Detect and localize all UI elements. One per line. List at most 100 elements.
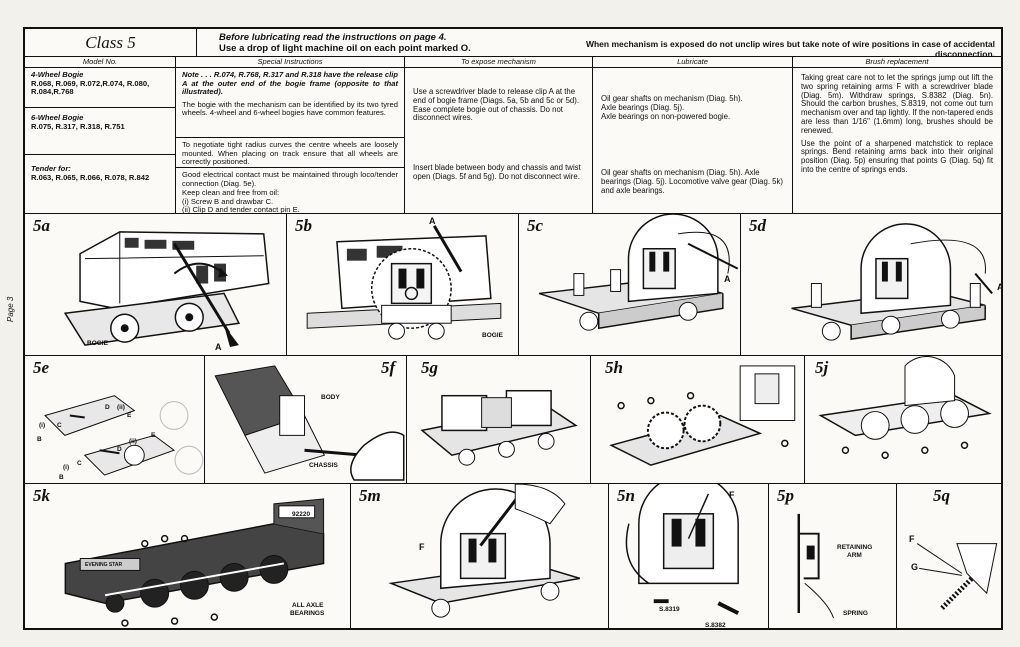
model-tender: Tender for: R.063, R.065, R.066, R.078, … <box>25 155 175 213</box>
lubricate-bogie-3: Axle bearings on non-powered bogie. <box>601 111 731 121</box>
lubricate-bogie-1: Oil gear shafts on mechanism (Diag. 5h). <box>601 94 743 103</box>
loco-bogie-illustration <box>63 231 270 348</box>
model-heading: 4-Wheel Bogie <box>31 70 84 79</box>
diagram-label: 5e <box>33 358 50 377</box>
special-tender: Good electrical contact must be maintain… <box>176 168 404 215</box>
expose-tender-text: Insert blade between body and chassis an… <box>413 163 581 181</box>
model-column: 4-Wheel Bogie R.068, R.069, R.072,R.074,… <box>25 68 176 213</box>
brush-text-2: Use the point of a sharpened matchstick … <box>801 138 993 174</box>
lubricate-bogie-2: Axle bearings (Diag. 5j). <box>601 102 685 112</box>
callout-e: E <box>151 432 156 439</box>
callout-i: (i) <box>39 422 46 429</box>
callout-d: D <box>117 446 122 453</box>
callout-a: A <box>997 282 1001 292</box>
callout-spring: SPRING <box>843 610 868 617</box>
col-header-expose: To expose mechanism <box>405 57 593 68</box>
lubricate-column: Oil gear shafts on mechanism (Diag. 5h).… <box>593 68 793 213</box>
diagram-5k: 5k 92220 EVENING STAR ALL AXLE BEARINGS <box>25 484 351 630</box>
diagram-row-2: 5e D (ii) E (i) C B D (ii) E (i) C B 5f <box>25 355 1001 483</box>
special-keep-ii: (ii) Clip D and tender contact pin E. <box>182 205 300 215</box>
header: Class 5 Before lubricating read the inst… <box>25 29 1001 59</box>
col-header-lubricate: Lubricate <box>593 57 793 68</box>
diagram-5m: 5m F <box>351 484 609 630</box>
callout-retaining: RETAINING <box>837 544 873 551</box>
loco-nameplate: EVENING STAR <box>85 562 123 568</box>
callout-spring: S.8382 <box>705 622 726 629</box>
diagram-5b: 5b A BOGIE <box>287 214 519 355</box>
callout-b: B <box>37 436 42 443</box>
callout-f: F <box>729 490 735 500</box>
diagram-5c: 5c A <box>519 214 741 355</box>
six-wheel-bogie-illustration <box>791 223 993 341</box>
tender-chassis-illustration <box>420 389 578 466</box>
intro-line-1: Before lubricating read the instructions… <box>219 32 447 43</box>
diagram-5p: 5p RETAINING ARM SPRING <box>769 484 897 630</box>
callout-ii: (ii) <box>117 404 125 411</box>
diagram-5q: 5q F G <box>897 484 1001 630</box>
special-keep-i: (i) Screw B and drawbar C. <box>182 196 274 206</box>
model-numbers: R.075, R.317, R.318, R.751 <box>31 121 125 131</box>
model-6-wheel: 6-Wheel Bogie R.075, R.317, R.318, R.751 <box>25 108 175 155</box>
diagram-5f: 5f BODY CHASSIS <box>205 356 407 483</box>
diagram-5a: 5a BOGIE A <box>25 214 287 355</box>
diagram-5h: 5h <box>591 356 805 483</box>
lubricate-tender-text: Oil gear shafts on mechanism (Diag. 5h).… <box>601 168 784 195</box>
brush-spring-removal-illustration <box>625 484 740 615</box>
model-numbers: R.063, R.065, R.066, R.078, R.842 <box>31 172 150 182</box>
diagram-row-1: 5a BOGIE A 5b <box>25 213 1001 355</box>
callout-chassis: CHASSIS <box>309 462 338 469</box>
instruction-sheet: Class 5 Before lubricating read the inst… <box>23 27 1003 630</box>
special-note: Note . . . R.074, R.768, R.317 and R.318… <box>182 70 398 97</box>
callout-a: A <box>429 216 436 226</box>
brush-column: Taking great care not to let the springs… <box>793 68 1001 213</box>
special-bogie: Note . . . R.074, R.768, R.317 and R.318… <box>176 68 404 138</box>
callout-bearings: BEARINGS <box>290 610 325 617</box>
callout-c: C <box>57 422 62 429</box>
callout-a: A <box>215 342 222 352</box>
spring-point-diagram <box>916 543 998 610</box>
col-header-special: Special Instructions <box>176 57 405 68</box>
diagram-label: 5a <box>33 216 50 235</box>
callout-bogie: BOGIE <box>482 332 503 339</box>
expose-column: Use a screwdriver blade to release clip … <box>405 68 593 213</box>
model-4-wheel: 4-Wheel Bogie R.068, R.069, R.072,R.074,… <box>25 68 175 108</box>
brush-text-1: Taking great care not to let the springs… <box>801 73 993 135</box>
diagram-label: 5h <box>605 358 623 377</box>
diagram-label: 5d <box>749 216 766 235</box>
expose-bogie-text: Use a screwdriver blade to release clip … <box>413 87 579 123</box>
callout-g: G <box>911 562 919 572</box>
diagram-label: 5m <box>359 486 381 505</box>
callout-f: F <box>909 534 915 544</box>
page-number: Page 3 <box>6 296 15 322</box>
diagram-label: 5p <box>777 486 794 505</box>
loco-number: 92220 <box>292 511 311 518</box>
callout-f: F <box>419 542 425 552</box>
model-numbers: R.068, R.069, R.072,R.074, R.080, R.084,… <box>31 78 150 97</box>
callout-b: B <box>59 474 64 481</box>
callout-i: (i) <box>63 464 70 471</box>
callout-body: BODY <box>321 394 340 401</box>
diagram-5g: 5g <box>407 356 591 483</box>
model-heading: Tender for: <box>31 164 71 173</box>
diagram-label: 5g <box>421 358 438 377</box>
callout-d: D <box>105 404 110 411</box>
intro-line-2: Use a drop of light machine oil on each … <box>219 43 471 54</box>
axle-bearings-illustration <box>818 356 992 459</box>
diagram-label: 5j <box>815 358 829 377</box>
retaining-arm-diagram <box>797 513 834 619</box>
callout-ii: (ii) <box>129 438 137 445</box>
diagram-5e: 5e D (ii) E (i) C B D (ii) E (i) C B <box>25 356 205 483</box>
gear-shafts-illustration <box>609 365 796 466</box>
diagram-label: 5f <box>381 358 396 377</box>
diagram-label: 5n <box>617 486 635 505</box>
retaining-arm-lift-illustration <box>388 484 581 618</box>
wire-warning: When mechanism is exposed do not unclip … <box>585 39 995 59</box>
special-bogie-text: The bogie with the mechanism can be iden… <box>182 99 398 118</box>
special-radius-text: To negotiate tight radius curves the cen… <box>182 140 398 167</box>
diagram-5n: 5n F S.8319 S.8382 <box>609 484 769 630</box>
callout-arm: ARM <box>847 552 862 559</box>
special-radius: To negotiate tight radius curves the cen… <box>176 138 404 168</box>
diagram-row-3: 5k 92220 EVENING STAR ALL AXLE BEARINGS … <box>25 483 1001 630</box>
model-heading: 6-Wheel Bogie <box>31 113 84 122</box>
diagram-5d: 5d A <box>741 214 1001 355</box>
